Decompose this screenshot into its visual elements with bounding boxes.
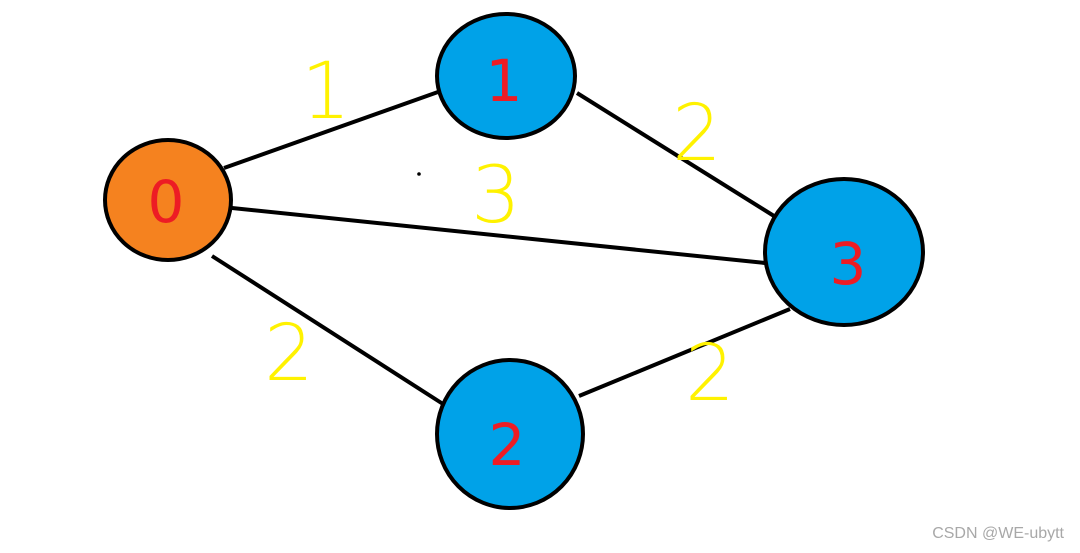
edge-1-3: [575, 91, 776, 218]
watermark: CSDN @WE-ubytt: [932, 525, 1064, 542]
node-1-label: 1: [486, 47, 523, 115]
node-3-circle: [763, 177, 925, 327]
edge-0-3: [231, 206, 766, 265]
edge-2-3: [578, 307, 791, 398]
node-0-label: 0: [148, 168, 185, 236]
node-0-circle: [103, 138, 233, 262]
node-2-label: 2: [489, 411, 526, 479]
node-2-circle: [435, 358, 585, 510]
edge-0-2: [210, 254, 445, 406]
node-2: 2: [435, 358, 585, 510]
edge-0-1: [223, 90, 439, 170]
node-3-label: 3: [830, 230, 867, 298]
weight-0-1: 1: [301, 47, 351, 137]
node-3: 3: [763, 177, 925, 327]
weight-2-3: 2: [685, 329, 735, 419]
node-1-circle: [435, 12, 577, 140]
weight-0-3: 3: [471, 151, 521, 241]
node-0: 0: [103, 138, 233, 262]
weight-1-3: 2: [672, 89, 722, 179]
weight-0-2: 2: [264, 309, 314, 399]
stray-dot: [417, 172, 421, 176]
node-1: 1: [435, 12, 577, 140]
